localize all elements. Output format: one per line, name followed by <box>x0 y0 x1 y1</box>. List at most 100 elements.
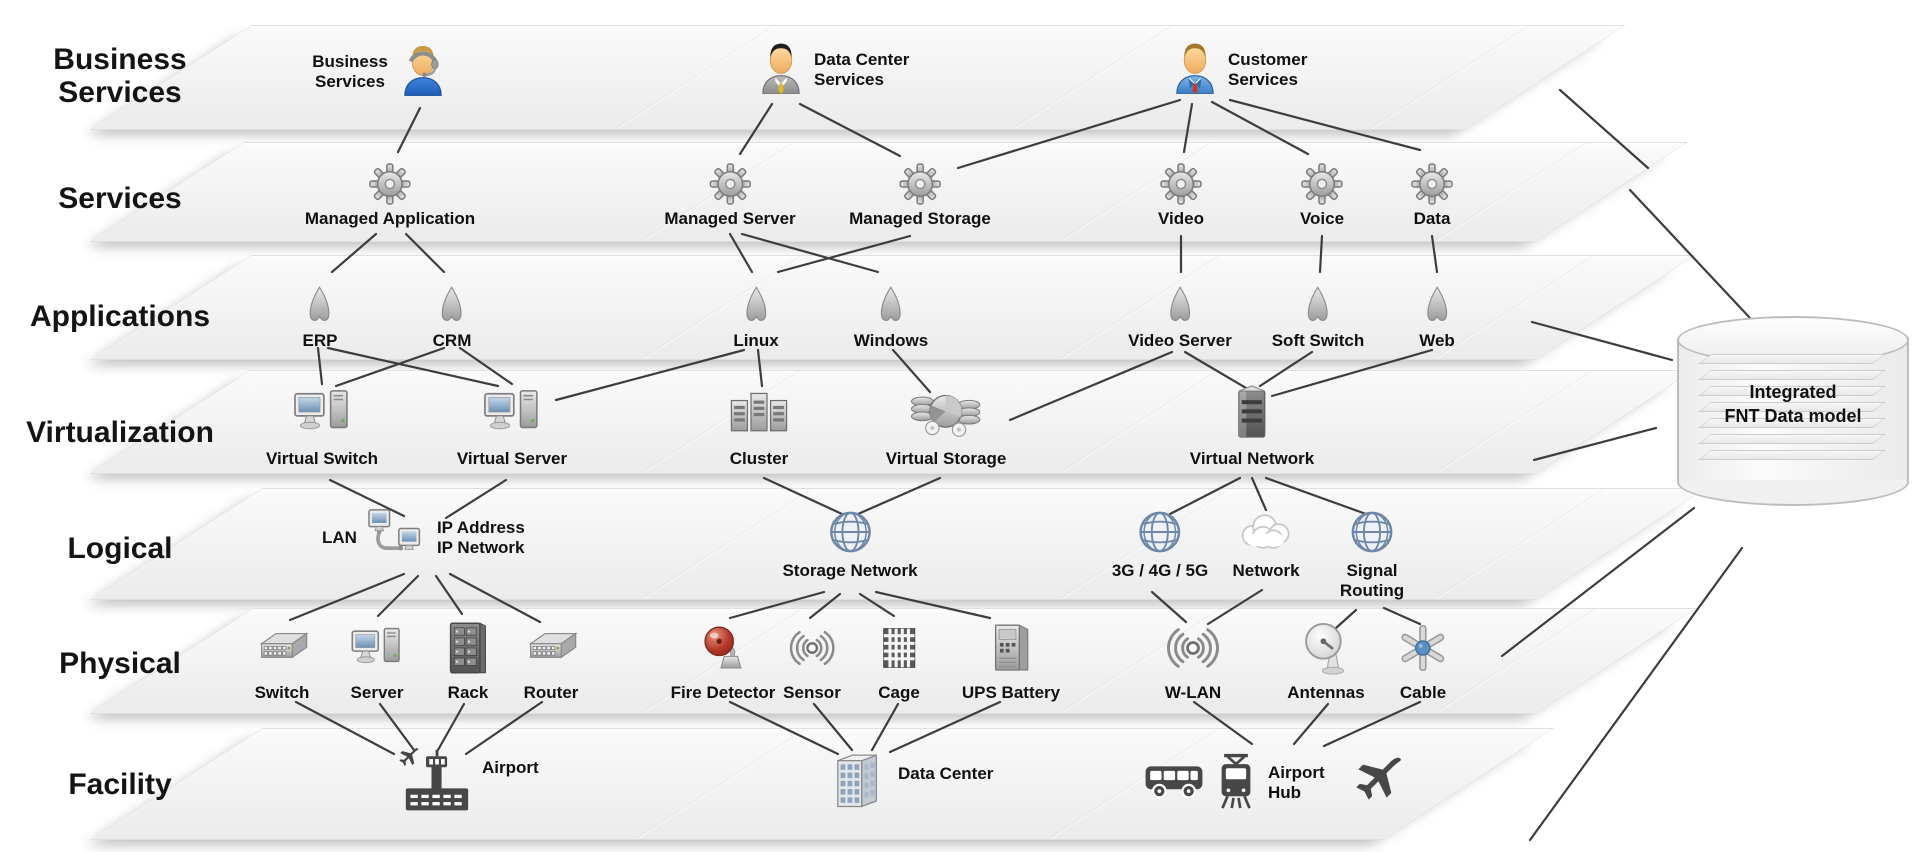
node-managed-server: Managed Server <box>664 162 796 229</box>
node-virtual-switch: Virtual Switch <box>266 380 378 469</box>
node-network: Network <box>1232 506 1300 581</box>
node-sensor: Sensor <box>783 616 841 703</box>
node-label: Fire Detector <box>670 683 776 702</box>
node-managed-storage: Managed Storage <box>849 162 991 229</box>
disk-storage-icon <box>909 388 983 438</box>
layer-label-applications: Applications <box>29 300 210 333</box>
node-label: Airport <box>482 758 539 777</box>
globe-icon <box>827 509 873 555</box>
node-lan-ip: LAN IP Address IP Network <box>322 508 533 564</box>
node-label: IP Address IP Network <box>436 517 525 557</box>
node-ups-battery: UPS Battery <box>962 616 1060 703</box>
workstation-icon <box>351 626 403 671</box>
gear-icon <box>1301 163 1343 205</box>
node-data-center: Data Center <box>830 746 993 812</box>
airport-tower-icon <box>398 748 476 814</box>
gear-icon <box>899 163 941 205</box>
node-switch: Switch <box>253 616 311 703</box>
node-label: W-LAN <box>1164 683 1222 702</box>
node-label: Soft Switch <box>1271 331 1365 350</box>
workstation-icon <box>483 388 541 438</box>
node-label: Voice <box>1299 209 1345 228</box>
app-spade-icon <box>1165 285 1195 327</box>
node-label: Rack <box>447 683 489 702</box>
node-label: Signal Routing <box>1339 561 1405 600</box>
node-voice: Voice <box>1300 162 1344 229</box>
model-layer-slab <box>1698 370 1886 380</box>
layer-label-virtualization: Virtualization <box>26 416 214 449</box>
node-label: Server <box>350 683 404 702</box>
node-web: Web <box>1419 284 1455 351</box>
model-title-line2: FNT Data model <box>1724 406 1862 426</box>
signal-waves-icon <box>785 629 839 667</box>
tram-icon <box>1214 752 1258 810</box>
satellite-dish-icon <box>1301 621 1351 675</box>
lan-computers-icon <box>367 508 427 564</box>
node-cage: Cage <box>878 616 920 703</box>
node-fire-detector: Fire Detector <box>670 616 776 703</box>
fire-alarm-icon <box>701 623 745 673</box>
layer-label-physical: Physical <box>59 647 181 680</box>
node-erp: ERP <box>303 284 337 351</box>
node-label: Switch <box>254 683 310 702</box>
ups-box-icon <box>989 620 1033 676</box>
cage-grid-icon <box>879 623 919 673</box>
signal-waves-icon <box>1161 626 1225 670</box>
node-label: Virtual Storage <box>885 449 1007 468</box>
node-server: Server <box>350 616 404 703</box>
node-linux: Linux <box>733 284 779 351</box>
node-label: Data <box>1413 209 1451 228</box>
node-virtual-network: Virtual Network <box>1190 380 1314 469</box>
node-virtual-storage: Virtual Storage <box>885 380 1007 469</box>
node-label: Managed Storage <box>849 209 991 228</box>
node-label: Customer Services <box>1228 49 1308 89</box>
globe-icon <box>1137 509 1183 555</box>
node-label: CRM <box>432 331 472 350</box>
node-label: Windows <box>853 331 929 350</box>
node-customer-services: Customer Services <box>1172 42 1328 94</box>
gear-icon <box>709 163 751 205</box>
node-data-center-services: Data Center Services <box>758 42 924 94</box>
model-layer-slab <box>1698 434 1886 444</box>
model-layer-slab <box>1698 354 1886 364</box>
cloud-icon <box>1236 512 1296 552</box>
node-router: Router <box>522 616 580 703</box>
node-airport-hub: Airport Hub <box>1142 752 1406 810</box>
network-switch-icon <box>253 631 311 665</box>
node-3g-4g-5g: 3G / 4G / 5G <box>1112 506 1208 581</box>
node-label: Virtual Switch <box>265 449 379 468</box>
node-w-lan: W-LAN <box>1161 616 1225 703</box>
node-label: Managed Server <box>664 209 796 228</box>
model-title: Integrated FNT Data model <box>1677 380 1909 428</box>
app-spade-icon <box>876 285 906 327</box>
node-label: Cluster <box>729 449 789 468</box>
node-soft-switch: Soft Switch <box>1271 284 1365 351</box>
workstation-icon <box>293 388 351 438</box>
node-label: Virtual Server <box>456 449 568 468</box>
app-spade-icon <box>437 285 467 327</box>
node-cluster: Cluster <box>727 380 791 469</box>
node-label: 3G / 4G / 5G <box>1111 561 1209 580</box>
app-spade-icon <box>1422 285 1452 327</box>
node-business-services: Business Services <box>308 44 446 96</box>
node-label: Network <box>1232 561 1300 580</box>
layer-label-facility: Facility <box>68 768 172 801</box>
node-label: Virtual Network <box>1189 449 1315 468</box>
node-storage-network: Storage Network <box>782 506 918 581</box>
app-spade-icon <box>741 285 771 327</box>
gear-icon <box>369 163 411 205</box>
layer-label-business-services: Business Services <box>53 43 187 109</box>
node-antennas: Antennas <box>1287 616 1365 703</box>
node-label: Storage Network <box>782 561 918 580</box>
globe-icon <box>1349 509 1395 555</box>
rack-cabinet-icon <box>446 620 490 676</box>
node-crm: CRM <box>432 284 472 351</box>
node-label: Linux <box>733 331 779 350</box>
node-label: Business Services <box>312 51 388 91</box>
person-gray-suit-icon <box>758 42 804 94</box>
server-tower-icon <box>1230 383 1274 443</box>
model-layer-slab <box>1698 450 1886 460</box>
app-spade-icon <box>305 285 335 327</box>
node-data: Data <box>1411 162 1453 229</box>
